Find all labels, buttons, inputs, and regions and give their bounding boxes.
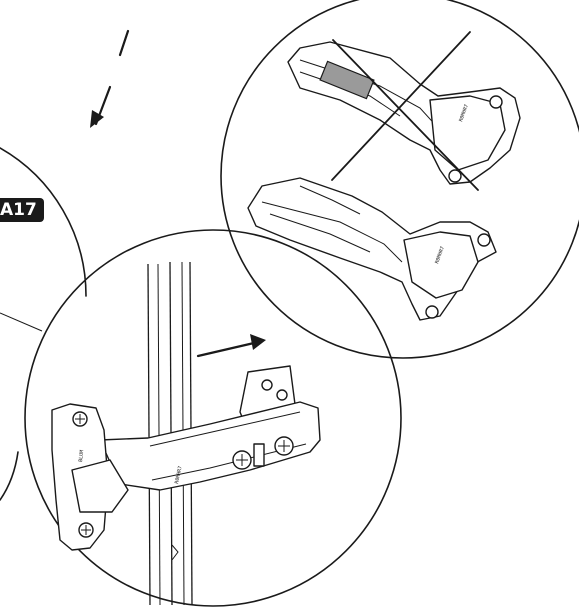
hinge-cup-plate: BLUM <box>51 403 129 551</box>
hinge-marking-upper: R0MHR7 <box>458 104 470 123</box>
hinge-correct: R0MHR7 <box>247 177 497 321</box>
detail-circle-bottom: R0MHR7 BLUM <box>24 229 402 607</box>
step-label-badge: A17 <box>0 198 44 222</box>
hinge-marking-lower: R0MHR7 <box>434 246 446 265</box>
cross-out-icon <box>331 31 479 191</box>
hinge-arm: R0MHR7 <box>99 401 321 491</box>
arrow-right-icon <box>196 334 266 358</box>
detail-circle-top: R0MHR7 R0MHR7 <box>220 0 579 359</box>
arm-code-text: R0MHR7 <box>174 466 184 485</box>
cup-mark-text: BLUM <box>78 450 85 463</box>
motion-dash <box>118 29 130 57</box>
arrow-down-icon <box>90 85 112 128</box>
overview-circle <box>0 147 87 501</box>
